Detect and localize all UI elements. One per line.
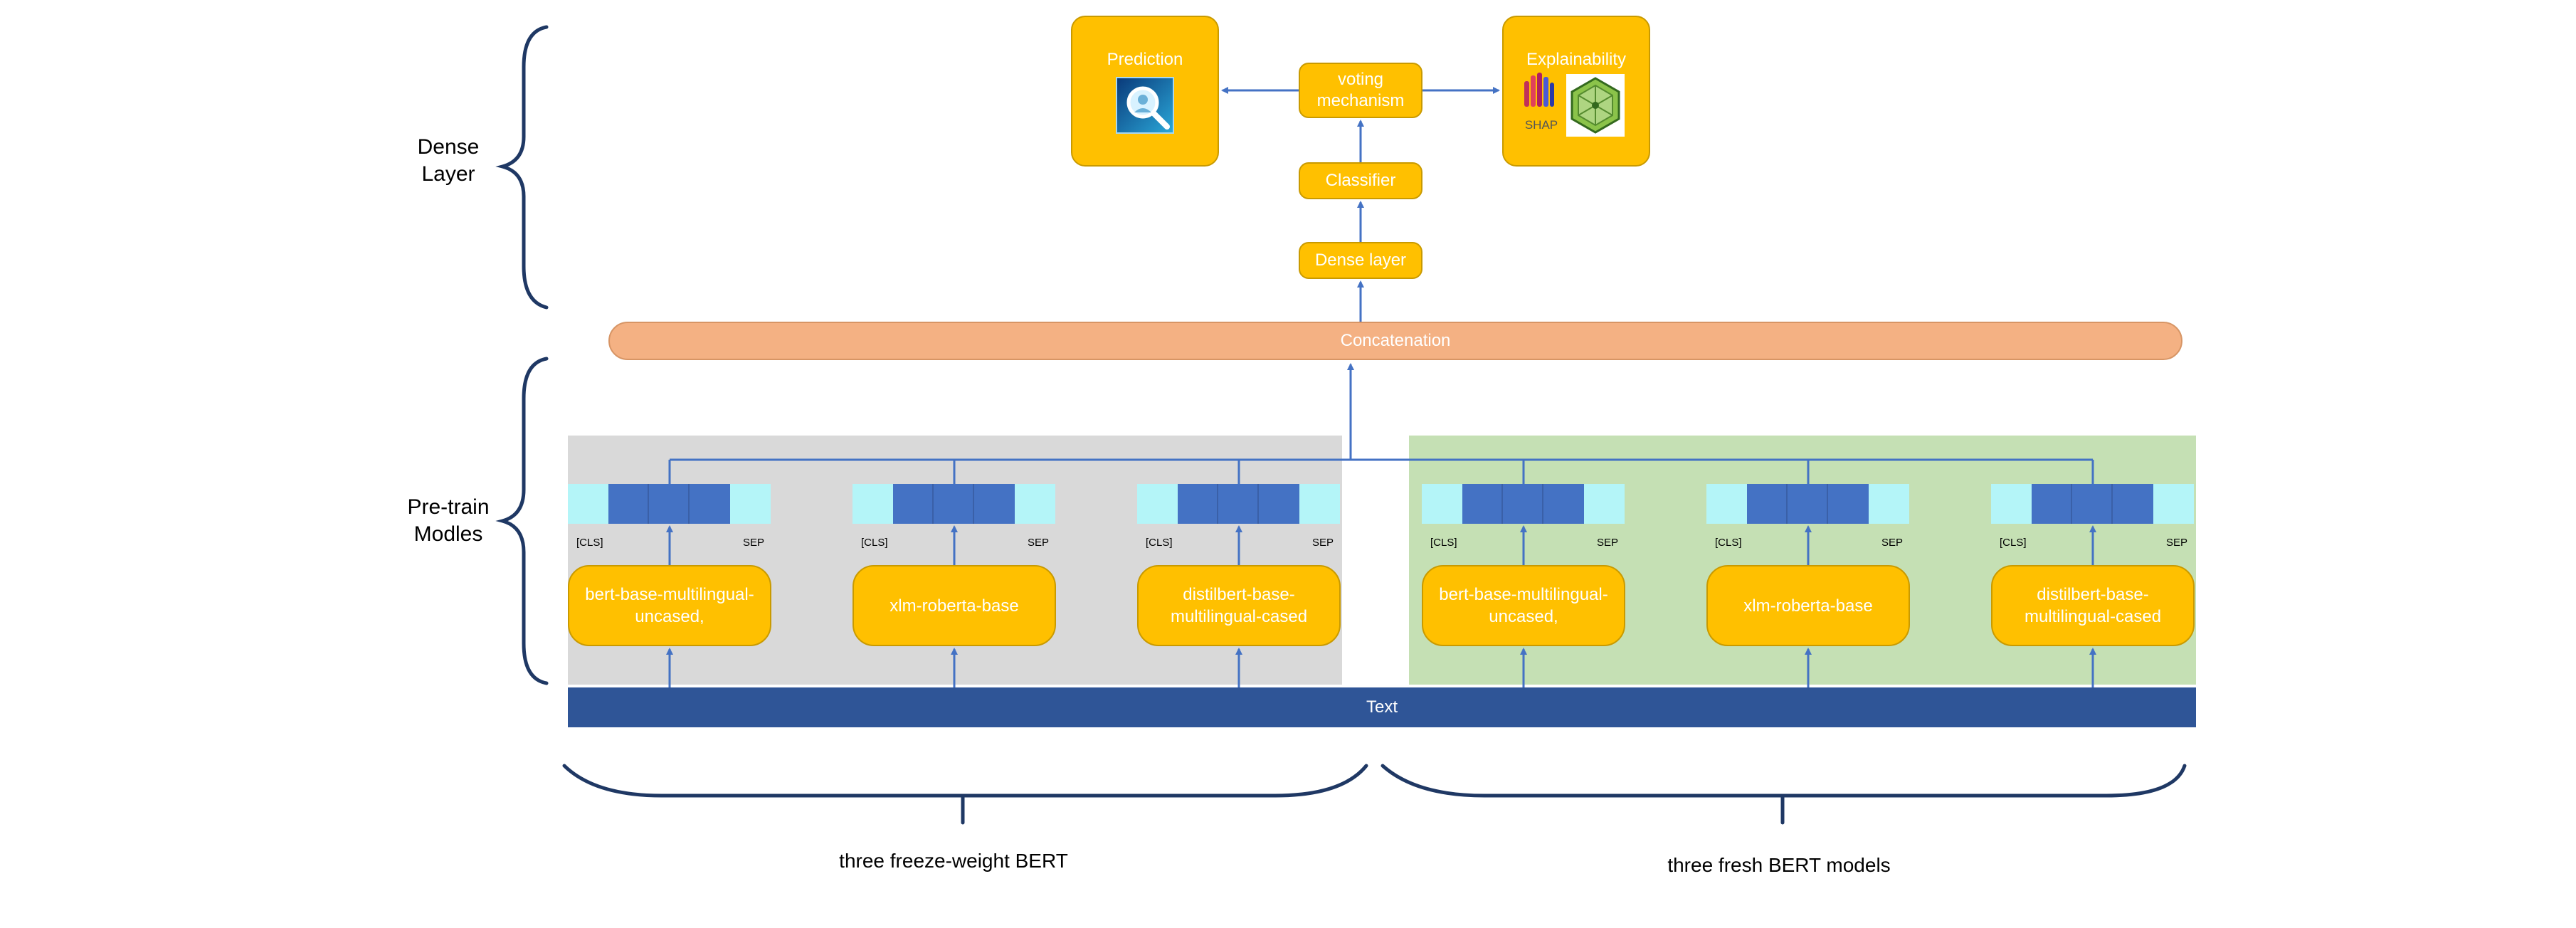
frozen-model-2-embedding-tokens xyxy=(852,484,1055,524)
frozen-model-3-cls-tag: [CLS] xyxy=(1146,537,1173,549)
fresh-model-2-cls-tag: [CLS] xyxy=(1715,537,1742,549)
embedding-token-cell xyxy=(1462,484,1503,524)
fresh-model-1-cls-tag: [CLS] xyxy=(1430,537,1457,549)
frozen-model-3-box: distilbert-base- multilingual-cased xyxy=(1137,565,1341,646)
dense-layer-box: Dense layer xyxy=(1299,242,1422,279)
fresh-model-2-embedding-tokens xyxy=(1706,484,1909,524)
embedding-token-cell xyxy=(934,484,974,524)
embedding-token-cell xyxy=(1503,484,1543,524)
embedding-token-cell xyxy=(608,484,649,524)
cls-token-cell xyxy=(1706,484,1747,524)
frozen-group-label: three freeze-weight BERT xyxy=(839,850,1068,872)
frozen-model-1-box: bert-base-multilingual- uncased, xyxy=(568,565,771,646)
embedding-token-cell xyxy=(1788,484,1828,524)
sep-token-cell xyxy=(1869,484,1909,524)
embedding-token-cell xyxy=(690,484,730,524)
sep-token-cell xyxy=(1299,484,1340,524)
fresh-model-1-sep-tag: SEP xyxy=(1597,537,1619,549)
embedding-token-cell xyxy=(974,484,1015,524)
shap-logo-icon xyxy=(1521,71,1556,114)
embedding-token-cell xyxy=(2072,484,2113,524)
sep-token-cell xyxy=(1584,484,1625,524)
text-input-bar: Text xyxy=(568,687,2196,727)
classifier-box: Classifier xyxy=(1299,162,1422,199)
frozen-model-1-cls-tag: [CLS] xyxy=(576,537,603,549)
frozen-model-2-box: xlm-roberta-base xyxy=(852,565,1056,646)
embedding-token-cell xyxy=(1259,484,1299,524)
shap-label: SHAP xyxy=(1524,118,1558,132)
prediction-title: Prediction xyxy=(1107,50,1183,69)
frozen-model-2-sep-tag: SEP xyxy=(1028,537,1050,549)
embedding-token-cell xyxy=(1747,484,1788,524)
fresh-model-2-box: xlm-roberta-base xyxy=(1706,565,1910,646)
prediction-magnifier-icon xyxy=(1116,77,1174,134)
fresh-model-3-embedding-tokens xyxy=(1991,484,2194,524)
frozen-model-3-embedding-tokens xyxy=(1137,484,1340,524)
frozen-group-brace xyxy=(562,764,1368,798)
embedding-token-cell xyxy=(1218,484,1259,524)
embedding-token-cell xyxy=(2032,484,2072,524)
fresh-group-label: three fresh BERT models xyxy=(1667,854,1891,876)
lime-logo-icon xyxy=(1566,74,1625,137)
voting-mechanism-box: voting mechanism xyxy=(1299,63,1422,118)
sep-token-cell xyxy=(2153,484,2194,524)
embedding-token-cell xyxy=(1543,484,1584,524)
fresh-model-1-box: bert-base-multilingual- uncased, xyxy=(1422,565,1625,646)
fresh-model-3-cls-tag: [CLS] xyxy=(2000,537,2027,549)
dense-layer-section-label: Dense Layer xyxy=(417,135,480,186)
fresh-model-1-embedding-tokens xyxy=(1422,484,1625,524)
embedding-token-cell xyxy=(1178,484,1218,524)
fresh-model-2-sep-tag: SEP xyxy=(1881,537,1904,549)
concatenation-bar: Concatenation xyxy=(608,322,2182,360)
explainability-title: Explainability xyxy=(1526,50,1627,69)
embedding-token-cell xyxy=(893,484,934,524)
frozen-model-1-embedding-tokens xyxy=(568,484,771,524)
cls-token-cell xyxy=(568,484,608,524)
frozen-model-3-sep-tag: SEP xyxy=(1312,537,1334,549)
embedding-token-cell xyxy=(649,484,690,524)
fresh-model-3-sep-tag: SEP xyxy=(2166,537,2188,549)
embedding-token-cell xyxy=(1828,484,1869,524)
frozen-model-2-cls-tag: [CLS] xyxy=(861,537,888,549)
fresh-group-brace xyxy=(1381,764,2187,798)
dense-layer-brace xyxy=(495,25,549,310)
cls-token-cell xyxy=(852,484,893,524)
embedding-token-cell xyxy=(2113,484,2153,524)
cls-token-cell xyxy=(1422,484,1462,524)
fresh-model-3-box: distilbert-base- multilingual-cased xyxy=(1991,565,2195,646)
cls-token-cell xyxy=(1137,484,1178,524)
frozen-model-1-sep-tag: SEP xyxy=(743,537,765,549)
sep-token-cell xyxy=(730,484,771,524)
cls-token-cell xyxy=(1991,484,2032,524)
pretrain-brace xyxy=(495,357,549,685)
sep-token-cell xyxy=(1015,484,1055,524)
pretrain-section-label: Pre-train Modles xyxy=(407,495,490,546)
